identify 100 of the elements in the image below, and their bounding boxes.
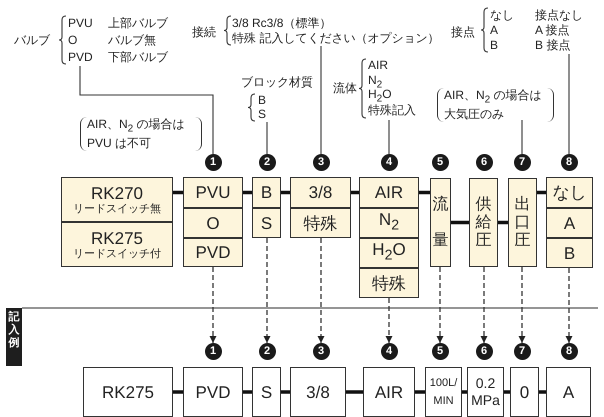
option-text: 接点なし	[535, 8, 583, 22]
option-text: O	[68, 33, 78, 47]
option-cell	[61, 177, 173, 222]
number-badge: 3	[312, 343, 330, 360]
number-badge: 3	[312, 154, 330, 171]
connector	[281, 190, 290, 194]
option-cell: なし	[546, 177, 593, 208]
note: AIR、N$_{2}$ の場合は大気圧のみ	[437, 88, 554, 122]
connector	[462, 390, 467, 394]
connector	[281, 390, 290, 394]
connector	[346, 390, 363, 394]
dashed-arrow	[386, 298, 392, 343]
group-heading: ブロック材質	[241, 75, 313, 89]
option-cell: 流量	[430, 178, 451, 267]
leader-line	[266, 122, 268, 154]
dashed-arrow	[566, 268, 572, 343]
leader-line	[388, 120, 390, 154]
dashed-arrow	[518, 267, 526, 343]
number-badge: 7	[514, 343, 530, 360]
connector	[415, 390, 425, 394]
option-cell: N$_{2}$	[359, 208, 419, 238]
option-text: PVD	[68, 50, 93, 64]
leader-line	[320, 46, 322, 154]
leader-line	[568, 54, 570, 154]
group-heading: 接続	[192, 25, 216, 39]
connector	[451, 220, 469, 224]
example-cell: 0.2 MPa	[467, 367, 504, 417]
connector	[173, 390, 183, 394]
leader-line	[79, 66, 214, 154]
option-text: 特殊 記入してください（オプション）	[232, 31, 440, 45]
option-text: AIR	[368, 58, 388, 72]
number-badge: 8	[560, 343, 578, 360]
option-cell: S	[252, 208, 281, 238]
option-text: S	[258, 107, 266, 121]
option-text: 3/8 Rc3/8（標準）	[232, 16, 332, 30]
number-badge: 2	[258, 343, 276, 360]
connector	[504, 390, 510, 394]
example-cell: 3/8	[290, 367, 346, 417]
option-cell: 出口圧	[508, 178, 537, 267]
option-text: PVU	[68, 16, 93, 30]
option-text: 上部バルブ	[108, 16, 168, 30]
option-cell: PVU	[183, 177, 243, 208]
number-badge: 8	[560, 154, 578, 171]
option-cell: B	[252, 177, 281, 208]
option-cell: O	[183, 208, 243, 238]
number-badge: 2	[258, 154, 276, 171]
cell-caption: リードスイッチ無	[73, 203, 161, 215]
dashed-arrow	[210, 267, 216, 343]
group-heading: 接点	[451, 25, 475, 39]
number-badge: 6	[476, 154, 492, 171]
example-cell: S	[252, 367, 281, 417]
connector	[173, 190, 183, 194]
option-text: B	[490, 38, 498, 52]
connector	[243, 390, 252, 394]
number-badge: 1	[204, 343, 222, 360]
option-text: A 接点	[535, 23, 570, 37]
number-badge: 5	[432, 154, 448, 171]
option-cell: PVD	[183, 238, 243, 267]
connector	[498, 220, 508, 224]
example-cell: PVD	[183, 367, 243, 417]
group-heading: 流体	[333, 81, 357, 95]
example-cell: 100L/ MIN	[425, 367, 462, 417]
option-cell: AIR	[359, 177, 419, 208]
model-code: RK270	[91, 184, 143, 203]
number-badge: 4	[380, 154, 398, 171]
option-text: B	[258, 93, 266, 107]
option-cell: 3/8	[290, 177, 351, 208]
option-text: 下部バルブ	[108, 50, 168, 64]
example-cell: 0	[510, 367, 539, 417]
example-cell: AIR	[363, 367, 415, 417]
option-cell	[61, 222, 173, 267]
option-text: なし	[490, 8, 514, 22]
dashed-arrow	[264, 238, 270, 343]
example-cell: A	[546, 367, 591, 417]
number-badge: 7	[514, 154, 530, 171]
number-badge: 1	[204, 154, 222, 171]
number-badge: 5	[432, 343, 448, 360]
dashed-arrow	[480, 267, 488, 343]
model-code: RK275	[91, 229, 143, 248]
connector	[243, 190, 252, 194]
option-text: 特殊記入	[368, 103, 416, 117]
group-heading: バルブ	[14, 33, 50, 47]
dashed-arrow	[436, 267, 444, 343]
option-cell: A	[546, 208, 593, 238]
number-badge: 6	[476, 343, 492, 360]
example-cell: RK275	[83, 367, 173, 417]
section-tag: 記入例	[6, 308, 22, 366]
option-cell: B	[546, 238, 593, 268]
note: AIR、N$_{2}$ の場合は PVU は不可	[80, 117, 202, 152]
option-cell: 供給圧	[469, 178, 498, 267]
option-cell: H$_{2}$O	[359, 238, 419, 268]
option-text: A	[490, 23, 498, 37]
leader-line	[521, 120, 523, 154]
dashed-arrow	[318, 238, 324, 343]
number-badge: 4	[380, 343, 398, 360]
option-text: バルブ無	[108, 33, 156, 47]
option-text: B 接点	[535, 38, 570, 52]
connector	[351, 190, 359, 194]
connector	[419, 190, 430, 194]
connector	[537, 190, 546, 194]
